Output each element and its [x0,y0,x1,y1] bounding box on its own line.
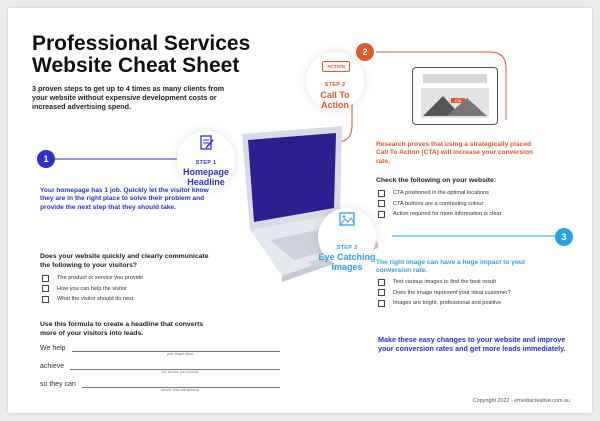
step3-checklist: Test various images to find the best res… [378,277,558,309]
step3-label: STEP 3 [336,245,358,251]
checklist-item[interactable]: How you can help the visitor [42,284,222,295]
step3-circle [318,208,376,266]
checklist-item[interactable]: Test various images to find the best res… [378,277,558,288]
page-subtitle: 3 proven steps to get up to 4 times as m… [32,84,225,111]
formula-blank[interactable] [71,350,280,352]
step1-intro: Your homepage has 1 job. Quickly let the… [40,187,209,211]
checkbox[interactable] [378,289,385,297]
step2-check-heading: Check the following on your website: [376,177,497,184]
checkbox[interactable] [42,295,49,303]
formula-blank[interactable] [70,368,280,370]
action-button-icon: ACTION [322,61,350,72]
checkbox[interactable] [378,189,385,197]
checklist-item[interactable]: What the visitor should do next [42,294,222,305]
formula-heading: Use this formula to create a headline th… [40,321,204,337]
mockup-header-bar [423,74,487,83]
laptop-screen [248,133,336,222]
step1-badge: 1 [37,150,55,168]
formula-row: achieve the service you provide [40,363,280,381]
formula-blank[interactable] [81,386,280,388]
step3-intro: The right image can have a huge impact t… [376,259,526,275]
step1-name: Homepage Headline [182,167,229,187]
copyright-footer: Copyright 2022 - emediacreative.com.au [472,398,570,404]
step3-badge: 3 [555,228,573,246]
step1-question: Does your website quickly and clearly co… [40,253,209,269]
checkbox[interactable] [378,299,385,307]
checkbox[interactable] [42,274,49,282]
page-title: Professional Services Website Cheat Shee… [32,32,251,77]
step1-circle [177,131,235,189]
checklist-item[interactable]: Does the image represent your ideal cust… [378,288,558,299]
closing-message: Make these easy changes to your website … [378,335,566,353]
checkbox[interactable] [378,210,385,218]
step1-label: STEP 1 [195,160,217,166]
checkbox[interactable] [378,278,385,286]
step2-label: STEP 2 [324,82,346,88]
step2-research: Research proves that using a strategical… [376,141,534,165]
step1-checklist: The product or service you provide How y… [42,273,222,305]
checkbox[interactable] [378,200,385,208]
checkbox[interactable] [42,285,49,293]
step3-name: Eye Catching Images [318,252,376,272]
image-icon [339,212,355,226]
step2-checklist: CTA positioned in the optimal locations … [378,188,558,220]
step2-name: Call To Action [320,90,350,110]
formula-row: We help your target client [40,345,280,363]
step2-line-right [376,51,507,120]
mountain-image-icon [421,88,489,118]
checklist-item[interactable]: CTA buttons are a contrasting colour [378,199,558,210]
headline-formula: We help your target client achieve the s… [40,345,280,399]
checklist-item[interactable]: Images are bright, professional and posi… [378,298,558,309]
step2-badge: 2 [356,43,374,61]
browser-mockup-illustration: CTA [412,67,498,125]
checklist-item[interactable]: The product or service you provide [42,273,222,284]
checklist-item[interactable]: CTA positioned in the optimal locations [378,188,558,199]
checklist-item[interactable]: Action required for more information is … [378,209,558,220]
formula-row: so they can results they will achieve [40,381,280,399]
mockup-cta-button: CTA [451,98,465,103]
document-pen-icon [200,135,214,150]
